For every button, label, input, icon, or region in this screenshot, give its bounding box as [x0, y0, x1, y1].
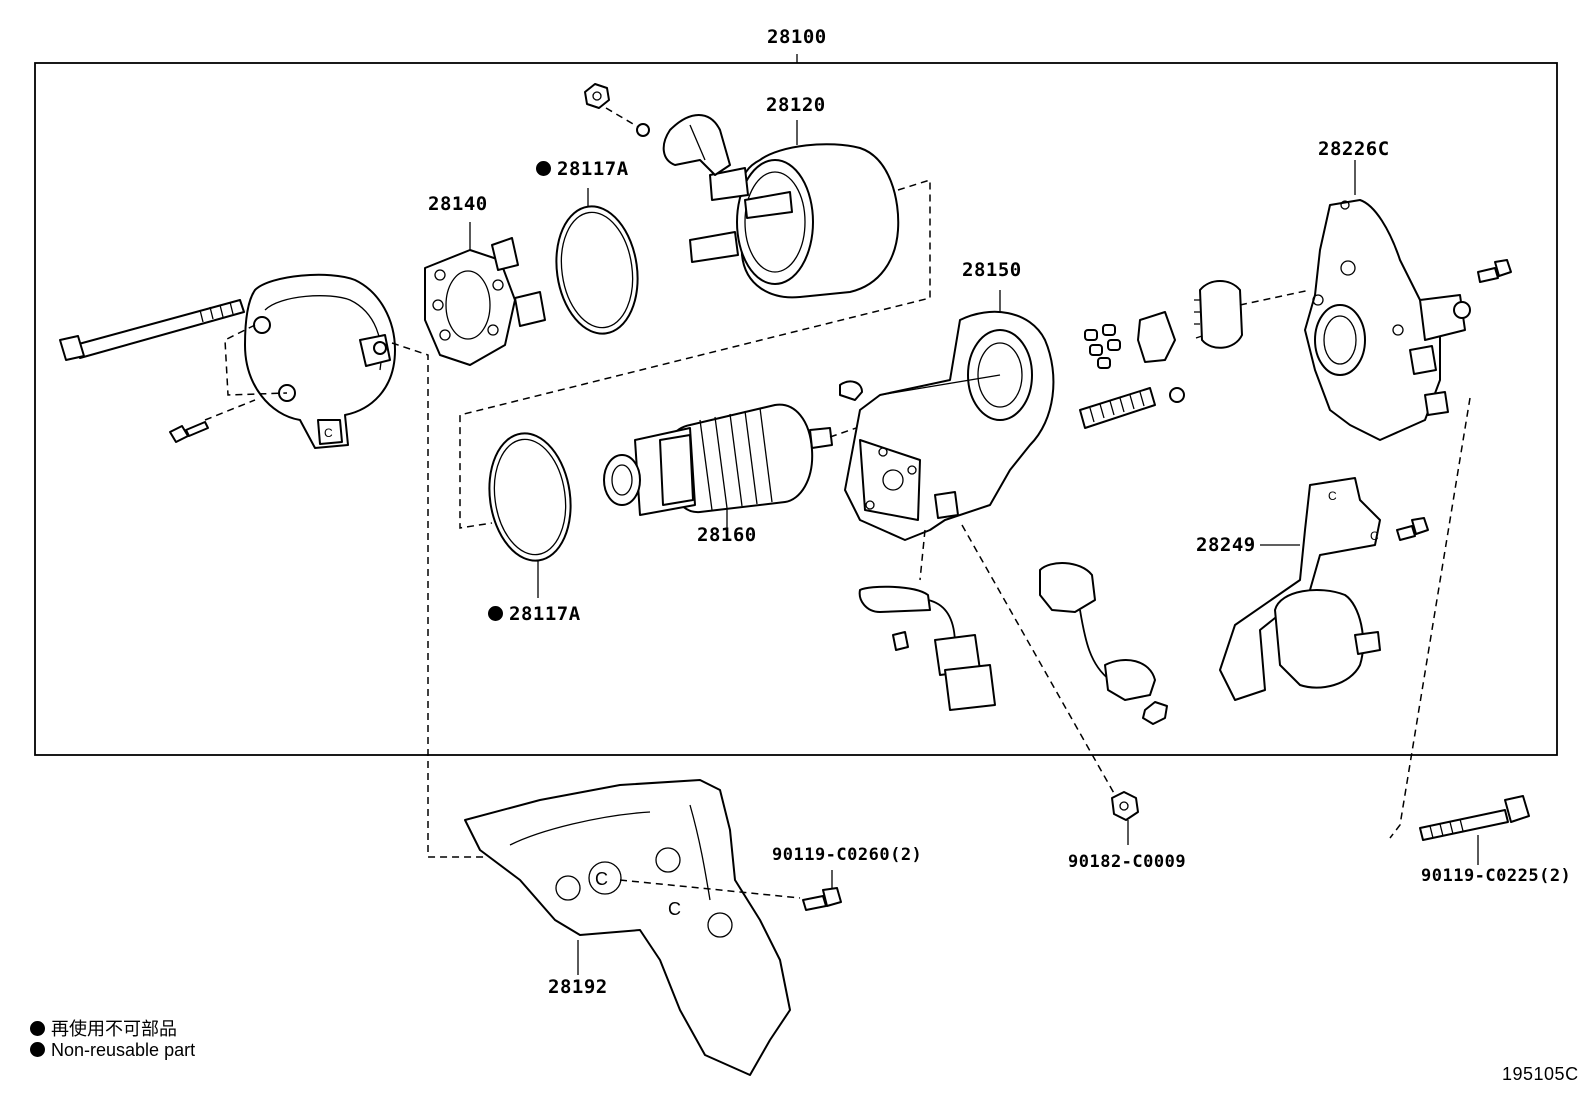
drive-housing-bolt	[1477, 259, 1512, 283]
label-28117a-lower-text: 28117A	[509, 603, 581, 625]
solenoid-nut	[584, 83, 610, 109]
label-28150: 28150	[962, 259, 1022, 281]
non-reusable-bullet-icon	[30, 1021, 45, 1036]
heat-shield: C C	[464, 779, 791, 1076]
legend-english: Non-reusable part	[30, 1040, 195, 1061]
label-28249: 28249	[1196, 534, 1256, 556]
legend-japanese: 再使用不可部品	[30, 1015, 177, 1041]
brush-holder	[424, 237, 546, 366]
svg-text:C: C	[324, 426, 333, 440]
non-reusable-bullet-icon	[30, 1042, 45, 1057]
o-ring-lower	[488, 432, 572, 562]
mounting-bolt	[1419, 795, 1530, 841]
label-28140: 28140	[428, 193, 488, 215]
label-28117a-upper-text: 28117A	[557, 158, 629, 180]
solenoid	[662, 114, 900, 299]
legend-english-text: Non-reusable part	[51, 1040, 196, 1060]
legend-japanese-text: 再使用不可部品	[51, 1019, 177, 1039]
bracket-assembly: C C	[1219, 477, 1381, 701]
label-28117a-upper: 28117A	[536, 158, 629, 180]
armature	[603, 403, 833, 516]
label-28192: 28192	[548, 976, 608, 998]
through-bolt	[59, 299, 245, 361]
yoke-housing	[839, 310, 1055, 541]
drive-housing	[1304, 199, 1471, 441]
flange-nut	[1111, 791, 1139, 821]
o-ring-upper	[555, 205, 639, 335]
label-90119-c0225: 90119-C0225(2)	[1421, 866, 1572, 886]
label-28100: 28100	[767, 26, 827, 48]
non-reusable-bullet-icon	[488, 606, 503, 621]
terminal-lead	[858, 585, 996, 711]
label-28120: 28120	[766, 94, 826, 116]
label-90182-c0009: 90182-C0009	[1068, 852, 1187, 872]
end-cover: C	[244, 273, 396, 449]
end-cover-screw	[169, 421, 209, 443]
lead-wire	[1039, 562, 1168, 725]
svg-text:C: C	[1328, 489, 1337, 503]
label-90119-c0260: 90119-C0260(2)	[772, 845, 923, 865]
svg-text:C: C	[1370, 529, 1379, 543]
label-28226c: 28226C	[1318, 138, 1390, 160]
label-28117a-lower: 28117A	[488, 603, 581, 625]
assembly-boundary	[34, 62, 1558, 756]
non-reusable-bullet-icon	[536, 161, 551, 176]
bracket-bolt	[1396, 517, 1429, 541]
figure-id: 195105C	[1502, 1064, 1579, 1084]
svg-text:C: C	[595, 869, 608, 889]
label-28160: 28160	[697, 524, 757, 546]
planetary-parts	[1079, 280, 1243, 429]
svg-text:C: C	[668, 899, 681, 919]
shield-bolt	[802, 887, 842, 911]
